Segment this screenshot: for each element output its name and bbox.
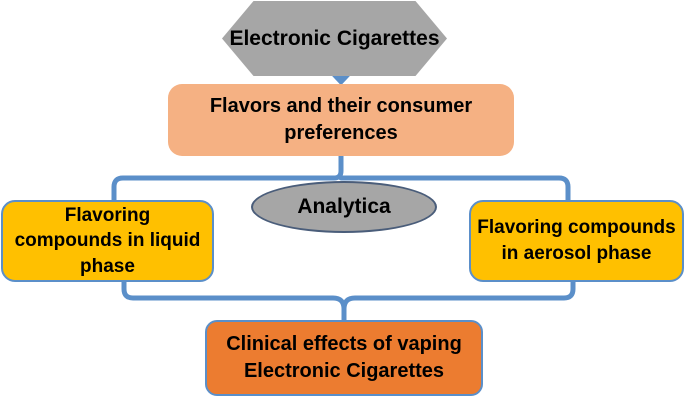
flavors-preferences-label: Flavors and their consumer preferences (209, 95, 473, 144)
analytica-label: Analytica (297, 194, 391, 218)
clinical-effects-node: Clinical effects of vaping Electronic Ci… (205, 320, 483, 396)
flavors-preferences-node: Flavors and their consumer preferences (168, 84, 514, 156)
clinical-effects-label: Clinical effects of vaping Electronic Ci… (226, 333, 462, 382)
lower-brace (121, 279, 576, 323)
liquid-phase-label: Flavoring compounds in liquid phase (14, 204, 201, 277)
aerosol-phase-node: Flavoring compounds in aerosol phase (469, 200, 684, 282)
electronic-cigarettes-label: Electronic Cigarettes (229, 27, 440, 51)
aerosol-phase-label: Flavoring compounds in aerosol phase (477, 217, 676, 264)
electronic-cigarettes-node: Electronic Cigarettes (222, 1, 447, 76)
liquid-phase-node: Flavoring compounds in liquid phase (1, 200, 214, 282)
upper-brace (111, 153, 571, 203)
analytica-node: Analytica (251, 181, 437, 233)
